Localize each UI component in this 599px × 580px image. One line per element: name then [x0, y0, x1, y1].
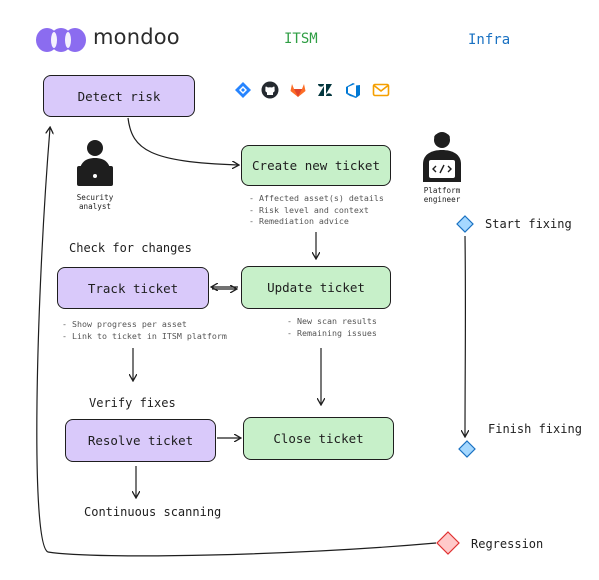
security-analyst-line-1: Security: [76, 193, 114, 202]
create-note-1: - Affected asset(s) details: [249, 193, 384, 203]
close-ticket-label: Close ticket: [273, 431, 364, 446]
arrow-regression-loop: [36, 128, 437, 557]
column-itsm: ITSM: [284, 31, 318, 47]
verify-fixes-label: Verify fixes: [89, 396, 176, 410]
check-for-changes-label: Check for changes: [69, 241, 192, 255]
finish-fixing-diamond: [458, 440, 476, 458]
update-ticket-notes: - New scan results - Remaining issues: [287, 316, 377, 339]
start-fixing-label: Start fixing: [485, 217, 572, 231]
create-note-3: - Remediation advice: [249, 216, 349, 226]
track-ticket-box: Track ticket: [57, 267, 209, 309]
update-ticket-box: Update ticket: [241, 266, 391, 309]
close-ticket-box: Close ticket: [243, 417, 394, 460]
platform-engineer-line-1: Platform: [423, 186, 461, 195]
create-ticket-label: Create new ticket: [252, 158, 380, 173]
track-note-2: - Link to ticket in ITSM platform: [62, 330, 227, 341]
resolve-ticket-box: Resolve ticket: [65, 419, 216, 462]
update-note-1: - New scan results: [287, 316, 377, 326]
arrow-detect-to-create: [127, 117, 238, 165]
brand-name: mondoo: [93, 25, 180, 49]
track-ticket-label: Track ticket: [87, 280, 179, 296]
detect-risk-label: Detect risk: [77, 88, 161, 104]
security-analyst-label: Security analyst: [64, 193, 126, 211]
security-analyst-icon: [77, 140, 113, 186]
security-analyst-line-2: analyst: [78, 202, 111, 211]
platform-engineer-icon: [423, 132, 461, 182]
regression-diamond: [436, 531, 460, 555]
create-ticket-box: Create new ticket: [241, 145, 391, 186]
mondoo-logo-icon: [36, 28, 86, 52]
jira-icon: [233, 80, 253, 100]
create-ticket-notes: - Affected asset(s) details - Risk level…: [249, 193, 384, 228]
regression-label: Regression: [471, 537, 544, 551]
start-fixing-diamond: [456, 215, 474, 233]
track-ticket-notes: - Show progress per asset - Link to tick…: [62, 319, 227, 342]
resolve-ticket-label: Resolve ticket: [87, 433, 194, 448]
detect-risk-box: Detect risk: [43, 75, 195, 117]
create-note-2: - Risk level and context: [249, 204, 369, 215]
track-note-1: - Show progress per asset: [62, 319, 187, 329]
github-icon: [260, 80, 280, 100]
continuous-scanning-label: Continuous scanning: [84, 505, 222, 519]
update-ticket-label: Update ticket: [267, 280, 365, 295]
gitlab-icon: [288, 80, 308, 100]
finish-fixing-label: Finish fixing: [488, 422, 582, 436]
column-infra: Infra: [468, 32, 511, 48]
email-icon: [371, 80, 391, 100]
azure-devops-icon: [343, 80, 363, 100]
update-note-2: - Remaining issues: [287, 327, 377, 338]
platform-engineer-line-2: engineer: [423, 195, 461, 204]
zendesk-icon: [315, 80, 335, 100]
platform-engineer-label: Platform engineer: [411, 186, 473, 204]
